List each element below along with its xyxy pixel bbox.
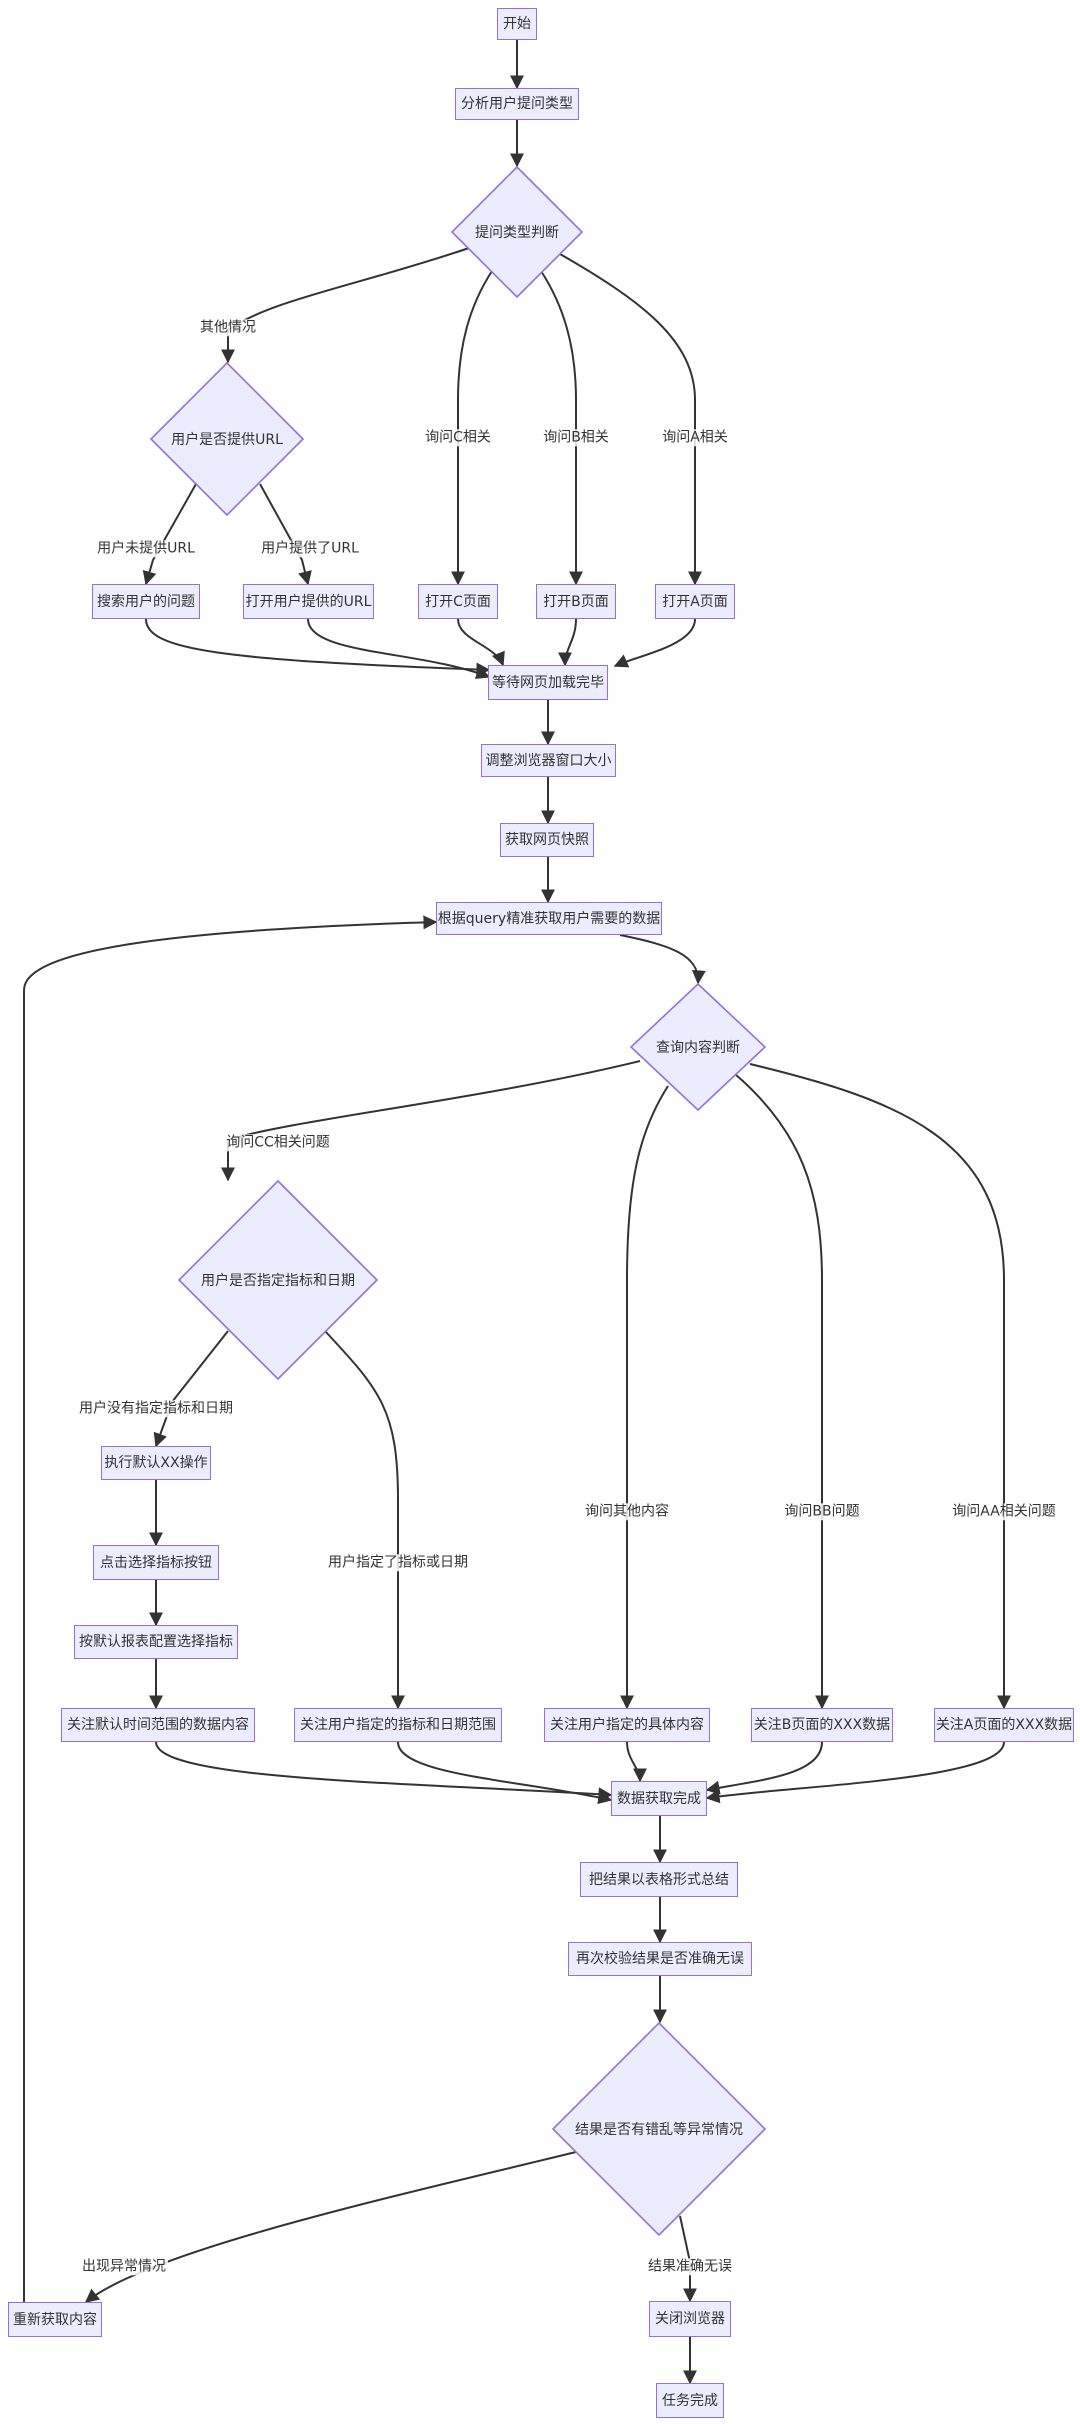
node-question-type[interactable]: 提问类型判断 (451, 166, 583, 298)
node-task-done[interactable]: 任务完成 (656, 2383, 724, 2418)
edge-type-c (451, 270, 493, 586)
node-verify[interactable]: 再次校验结果是否准确无误 (568, 1942, 752, 1976)
node-default-range[interactable]: 关注默认时间范围的数据内容 (61, 1708, 255, 1742)
node-user-content[interactable]: 关注用户指定的具体内容 (544, 1708, 710, 1742)
node-analyze[interactable]: 分析用户提问类型 (455, 88, 579, 120)
edge-url-no (142, 483, 197, 586)
node-has-url[interactable]: 用户是否提供URL (150, 362, 304, 516)
edge-label-ask-aa: 询问AA相关问题 (950, 1503, 1058, 1521)
node-error-check-label: 结果是否有错乱等异常情况 (575, 2122, 743, 2138)
edge-label-no-url: 用户未提供URL (95, 540, 197, 558)
edge-judge-bb (734, 1073, 829, 1710)
node-summary-table[interactable]: 把结果以表格形式总结 (580, 1862, 738, 1897)
node-data-done[interactable]: 数据获取完成 (611, 1781, 707, 1816)
node-b-xxx[interactable]: 关注B页面的XXX数据 (751, 1708, 893, 1742)
edge-fetch-judge (619, 934, 706, 985)
node-close-browser[interactable]: 关闭浏览器 (649, 2301, 731, 2337)
edge-label-ask-other: 询问其他内容 (583, 1503, 671, 1521)
edge-refetch-fetch (23, 915, 438, 2302)
edge-label-no-metric: 用户没有指定指标和日期 (77, 1400, 235, 1418)
edge-url-yes (259, 483, 312, 586)
node-content-judge-label: 查询内容判断 (656, 1040, 740, 1056)
edge-label-abnormal: 出现异常情况 (80, 2258, 168, 2276)
edge-usercontent-done (626, 1741, 647, 1783)
edge-openurl-wait (307, 618, 491, 679)
edge-usermetric-done (397, 1741, 613, 1805)
edge-type-b (540, 270, 583, 586)
node-snapshot[interactable]: 获取网页快照 (500, 823, 594, 857)
edge-label-other: 其他情况 (198, 319, 258, 337)
node-user-metric-range[interactable]: 关注用户指定的指标和日期范围 (294, 1708, 502, 1742)
node-start[interactable]: 开始 (497, 8, 537, 40)
edge-range-done (155, 1741, 613, 1802)
edge-metric-yes (324, 1330, 405, 1710)
node-open-c[interactable]: 打开C页面 (418, 584, 498, 619)
edge-label-gave-metric: 用户指定了指标或日期 (326, 1554, 470, 1572)
node-open-a[interactable]: 打开A页面 (655, 584, 735, 619)
node-error-check[interactable]: 结果是否有错乱等异常情况 (552, 2022, 766, 2236)
edge-label-correct: 结果准确无误 (646, 2258, 734, 2276)
edge-label-ask-cc: 询问CC相关问题 (224, 1134, 332, 1152)
edge-label-ask-b: 询问B相关 (541, 429, 611, 447)
edge-search-wait (145, 618, 491, 677)
edge-judge-other (620, 1085, 669, 1710)
edge-b-wait (558, 618, 577, 667)
edge-label-ask-a: 询问A相关 (660, 429, 730, 447)
node-resize-window[interactable]: 调整浏览器窗口大小 (481, 744, 616, 777)
edge-judge-aa (749, 1063, 1011, 1710)
node-question-type-label: 提问类型判断 (475, 225, 559, 241)
node-open-b[interactable]: 打开B页面 (536, 584, 616, 619)
node-open-user-url[interactable]: 打开用户提供的URL (243, 584, 374, 619)
node-click-metric[interactable]: 点击选择指标按钮 (93, 1545, 219, 1580)
node-metric-date-label: 用户是否指定指标和日期 (201, 1273, 355, 1289)
node-fetch-data[interactable]: 根据query精准获取用户需要的数据 (436, 902, 662, 935)
edge-type-a (559, 253, 702, 586)
node-a-xxx[interactable]: 关注A页面的XXX数据 (934, 1708, 1074, 1742)
node-content-judge[interactable]: 查询内容判断 (630, 983, 766, 1111)
edge-error-refetch (84, 2151, 577, 2303)
edge-a-wait (613, 618, 696, 668)
node-default-xx[interactable]: 执行默认XX操作 (101, 1446, 211, 1480)
edge-c-wait (457, 618, 505, 667)
node-refetch[interactable]: 重新获取内容 (8, 2302, 102, 2337)
edge-type-other (221, 247, 470, 364)
edge-judge-cc (221, 1060, 641, 1182)
edge-label-ask-bb: 询问BB问题 (782, 1503, 862, 1521)
edge-label-ask-c: 询问C相关 (423, 429, 493, 447)
node-default-report[interactable]: 按默认报表配置选择指标 (74, 1625, 238, 1659)
edge-label-gave-url: 用户提供了URL (259, 540, 361, 558)
node-metric-date[interactable]: 用户是否指定指标和日期 (178, 1180, 378, 1380)
node-search-question[interactable]: 搜索用户的问题 (92, 584, 200, 619)
node-has-url-label: 用户是否提供URL (171, 432, 283, 448)
node-wait-load[interactable]: 等待网页加载完毕 (488, 665, 608, 700)
edge-bxxx-done (705, 1741, 823, 1795)
edge-axxx-done (705, 1741, 1005, 1804)
